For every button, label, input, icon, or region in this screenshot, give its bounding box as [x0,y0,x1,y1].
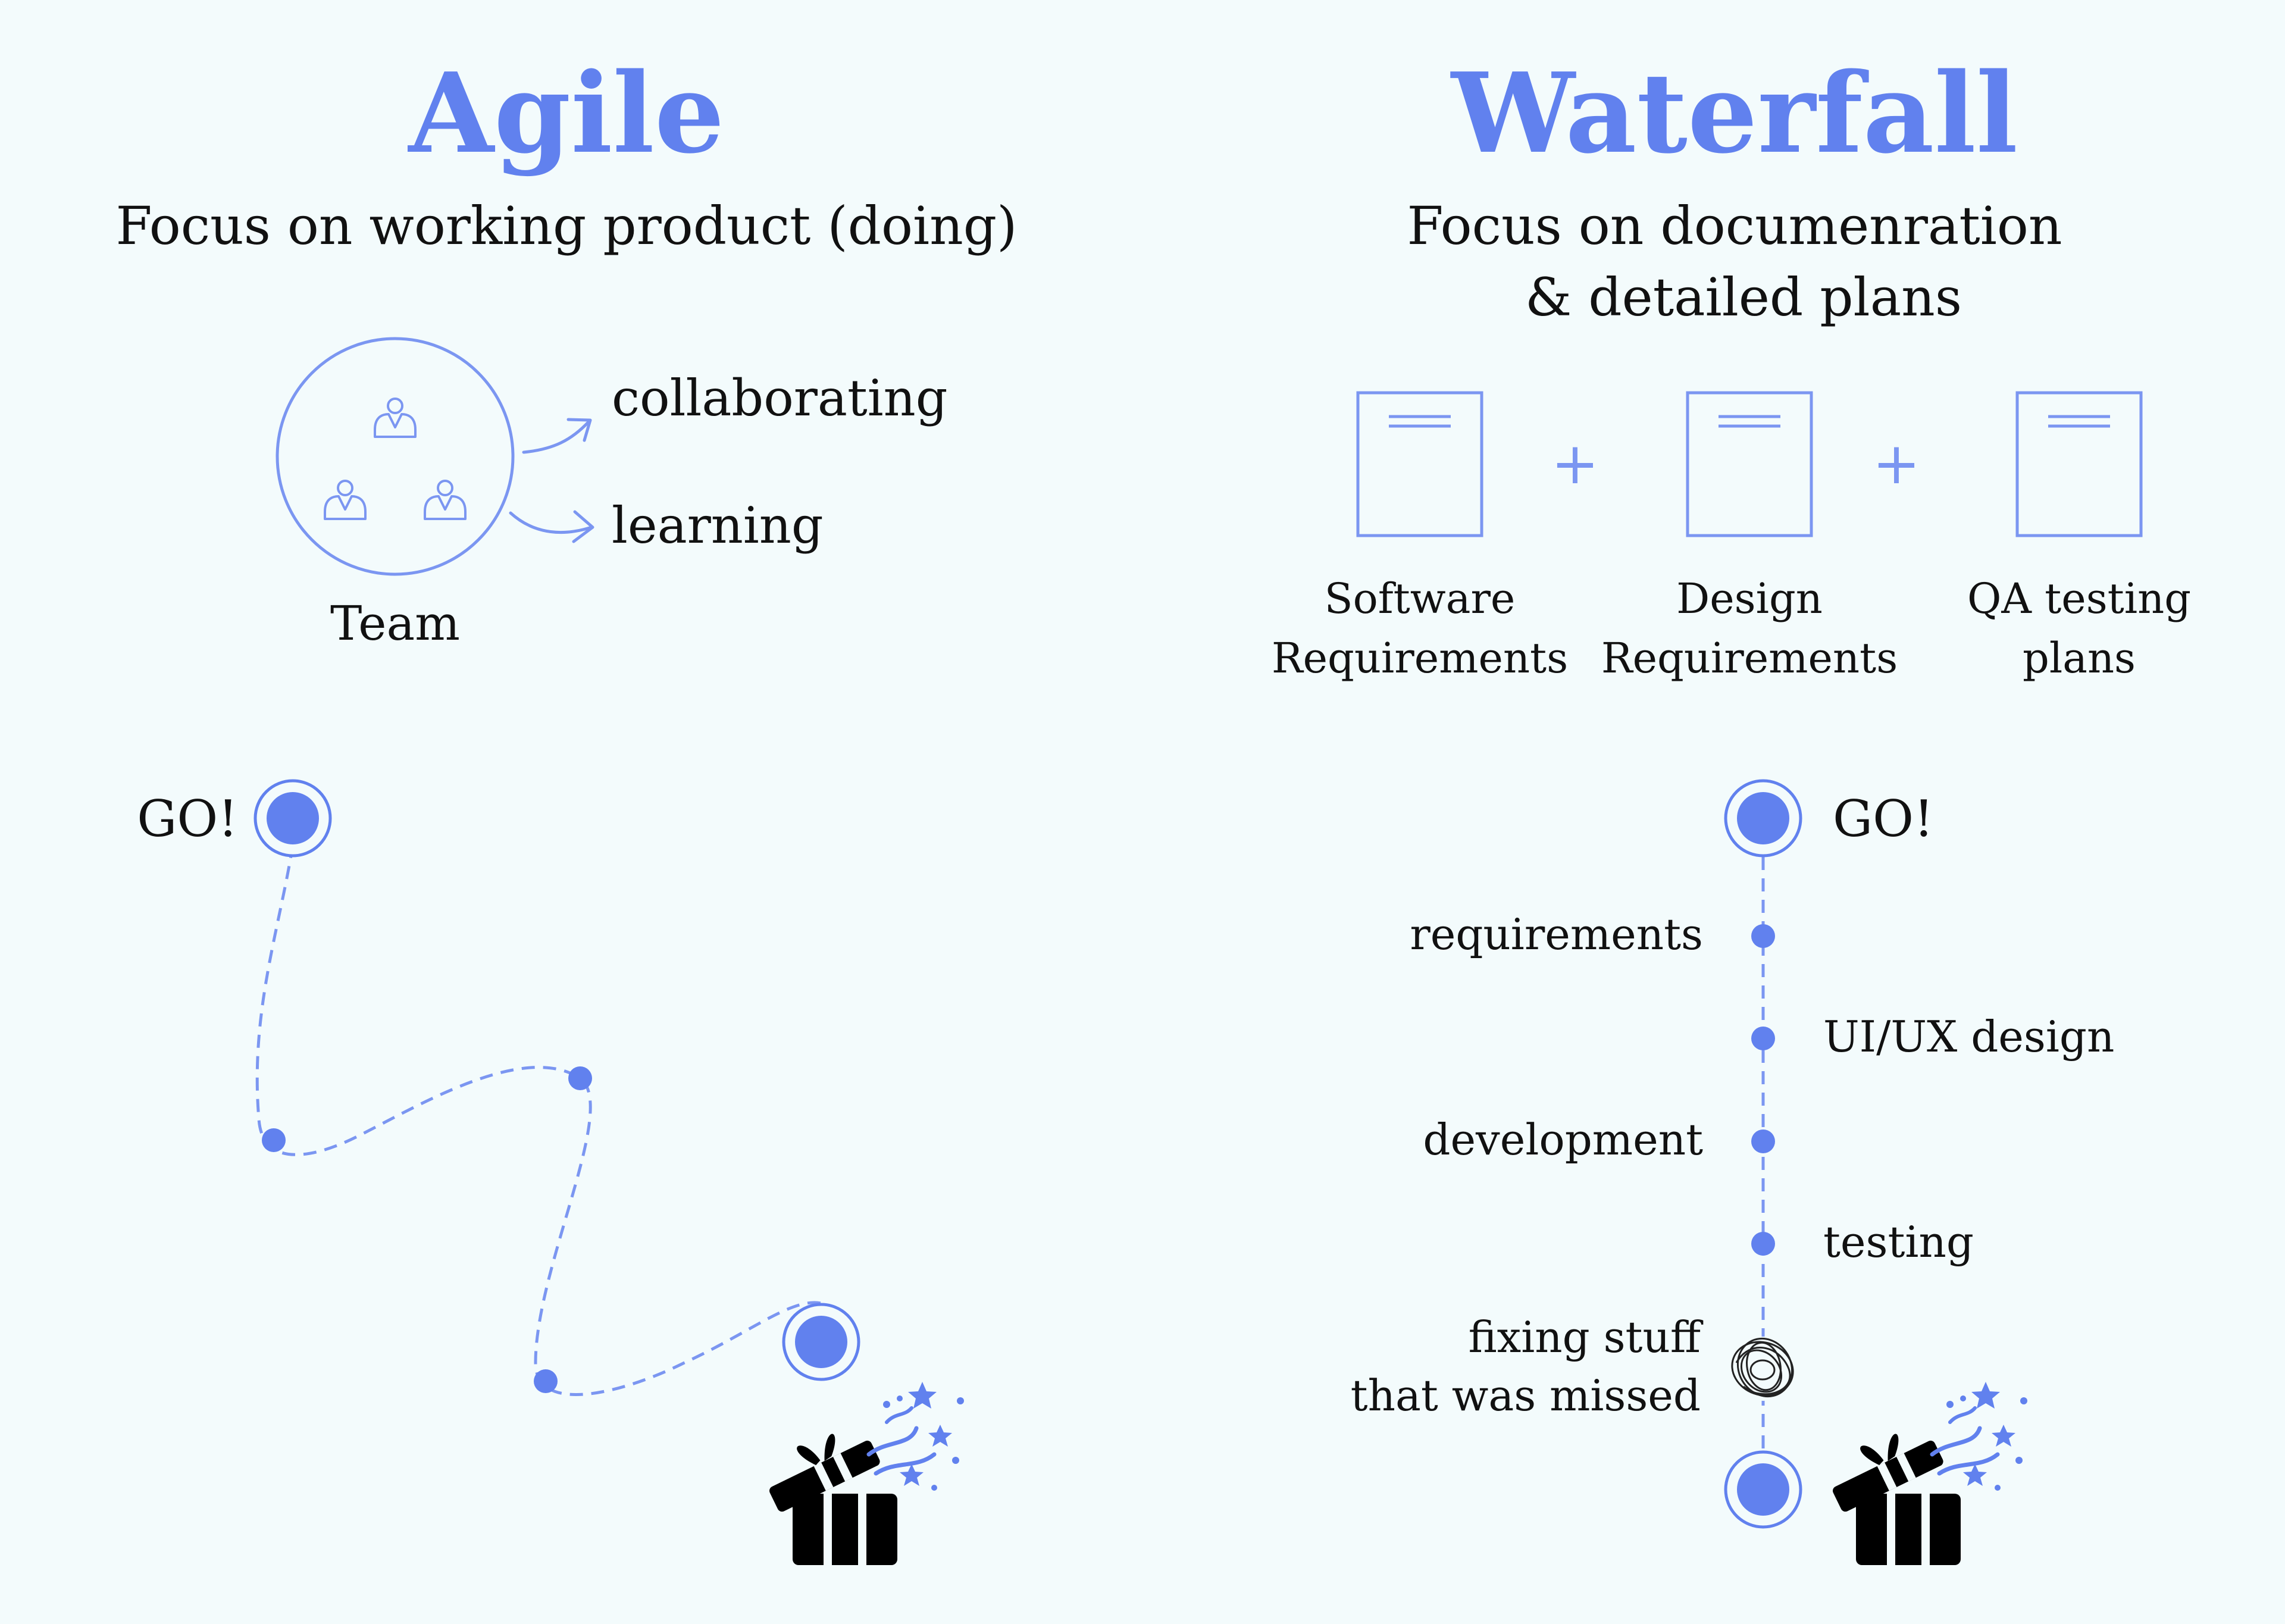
document-icon [2017,393,2141,536]
arrow-right-icon [509,510,594,543]
document-icon [1688,393,1811,536]
document-label-line-1: Design [1676,574,1823,623]
timeline-step-label: UI/UX design [1823,1012,2114,1062]
timeline-step-dot [1751,1129,1775,1153]
timeline-step-label: development [1423,1115,1703,1165]
agile-section: Agile Focus on working product (doing) T… [116,48,1018,1565]
timeline-step-dot [1751,1232,1775,1256]
agile-start-marker [253,779,332,858]
agile-end-marker [782,1303,860,1381]
waterfall-section: Waterfall Focus on documenration & detai… [1272,48,2191,1565]
document-label-line-2: Requirements [1601,634,1898,683]
timeline-step-label: testing [1823,1217,1974,1267]
document-label-line-1: Software [1325,574,1516,623]
path-waypoint-dot [534,1369,558,1393]
document-label-line-2: plans [2023,634,2136,683]
agile-subtitle: Focus on working product (doing) [116,195,1018,256]
path-waypoint-dot [262,1128,286,1152]
waterfall-subtitle-line-1: Focus on documenration [1407,195,2062,256]
path-waypoint-dot [568,1066,592,1090]
arrow-right-icon [522,418,592,454]
document-label-line-2: Requirements [1272,634,1568,683]
waterfall-start-marker [1724,779,1802,858]
scribble-icon [1731,1337,1795,1401]
timeline-step-label-line-2: that was missed [1351,1370,1701,1420]
plus-icon: + [1551,430,1599,497]
agile-title: Agile [407,48,724,178]
team-people-icon [276,337,515,576]
timeline-step-label: requirements [1410,909,1703,959]
document-icon [1358,393,1482,536]
gift-box-icon [1820,1382,2027,1565]
agile-start-label: GO! [137,790,238,848]
waterfall-title: Waterfall [1450,48,2018,178]
team-label: Team [330,596,460,651]
waterfall-start-label: GO! [1833,790,1934,848]
waterfall-end-marker [1724,1450,1802,1529]
plus-icon: + [1873,430,1920,497]
waterfall-subtitle-line-2: & detailed plans [1525,267,1962,328]
team-output-collaborating: collaborating [612,369,948,427]
timeline-step-dot [1751,924,1775,948]
agile-winding-path [255,844,822,1396]
timeline-step-dot [1751,1027,1775,1050]
document-label-line-1: QA testing [1967,574,2191,623]
timeline-step-label-line-1: fixing stuff [1469,1312,1704,1362]
team-output-learning: learning [612,496,824,555]
gift-box-icon [757,1382,964,1565]
